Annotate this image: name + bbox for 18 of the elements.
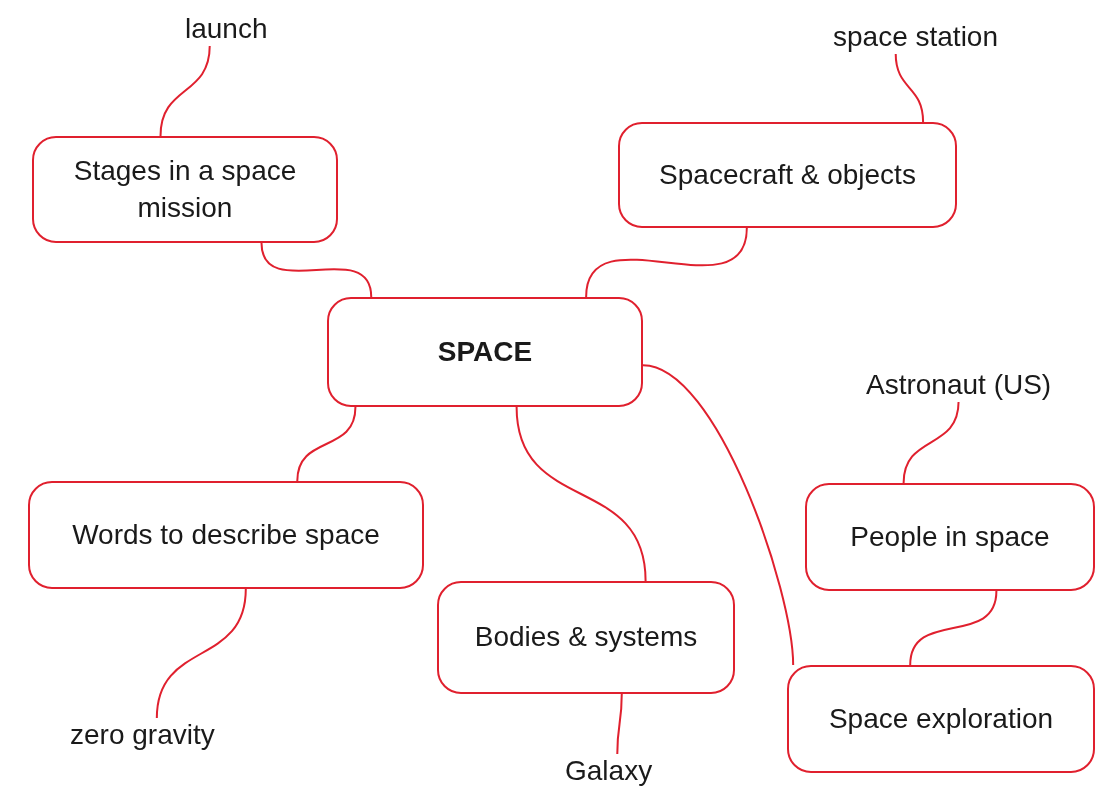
connector-line bbox=[515, 406, 647, 582]
central-topic-box: SPACE bbox=[327, 297, 643, 407]
subtopic-box: Space exploration bbox=[787, 665, 1095, 773]
connector-line bbox=[909, 590, 998, 666]
connector-line bbox=[155, 588, 247, 719]
subtopic-box: Words to describe space bbox=[28, 481, 424, 589]
connector-line bbox=[894, 52, 925, 123]
connector-line bbox=[296, 406, 357, 482]
subtopic-box: People in space bbox=[805, 483, 1095, 591]
connector-line bbox=[902, 400, 960, 484]
connector-line bbox=[260, 242, 373, 298]
connector-line bbox=[642, 364, 795, 666]
subtopic-box: Spacecraft & objects bbox=[618, 122, 957, 228]
connector-line bbox=[616, 693, 623, 755]
connector-line bbox=[585, 227, 748, 298]
subtopic-box: Stages in a space mission bbox=[32, 136, 338, 243]
connector-line bbox=[159, 44, 211, 137]
subtopic-box: Bodies & systems bbox=[437, 581, 735, 694]
